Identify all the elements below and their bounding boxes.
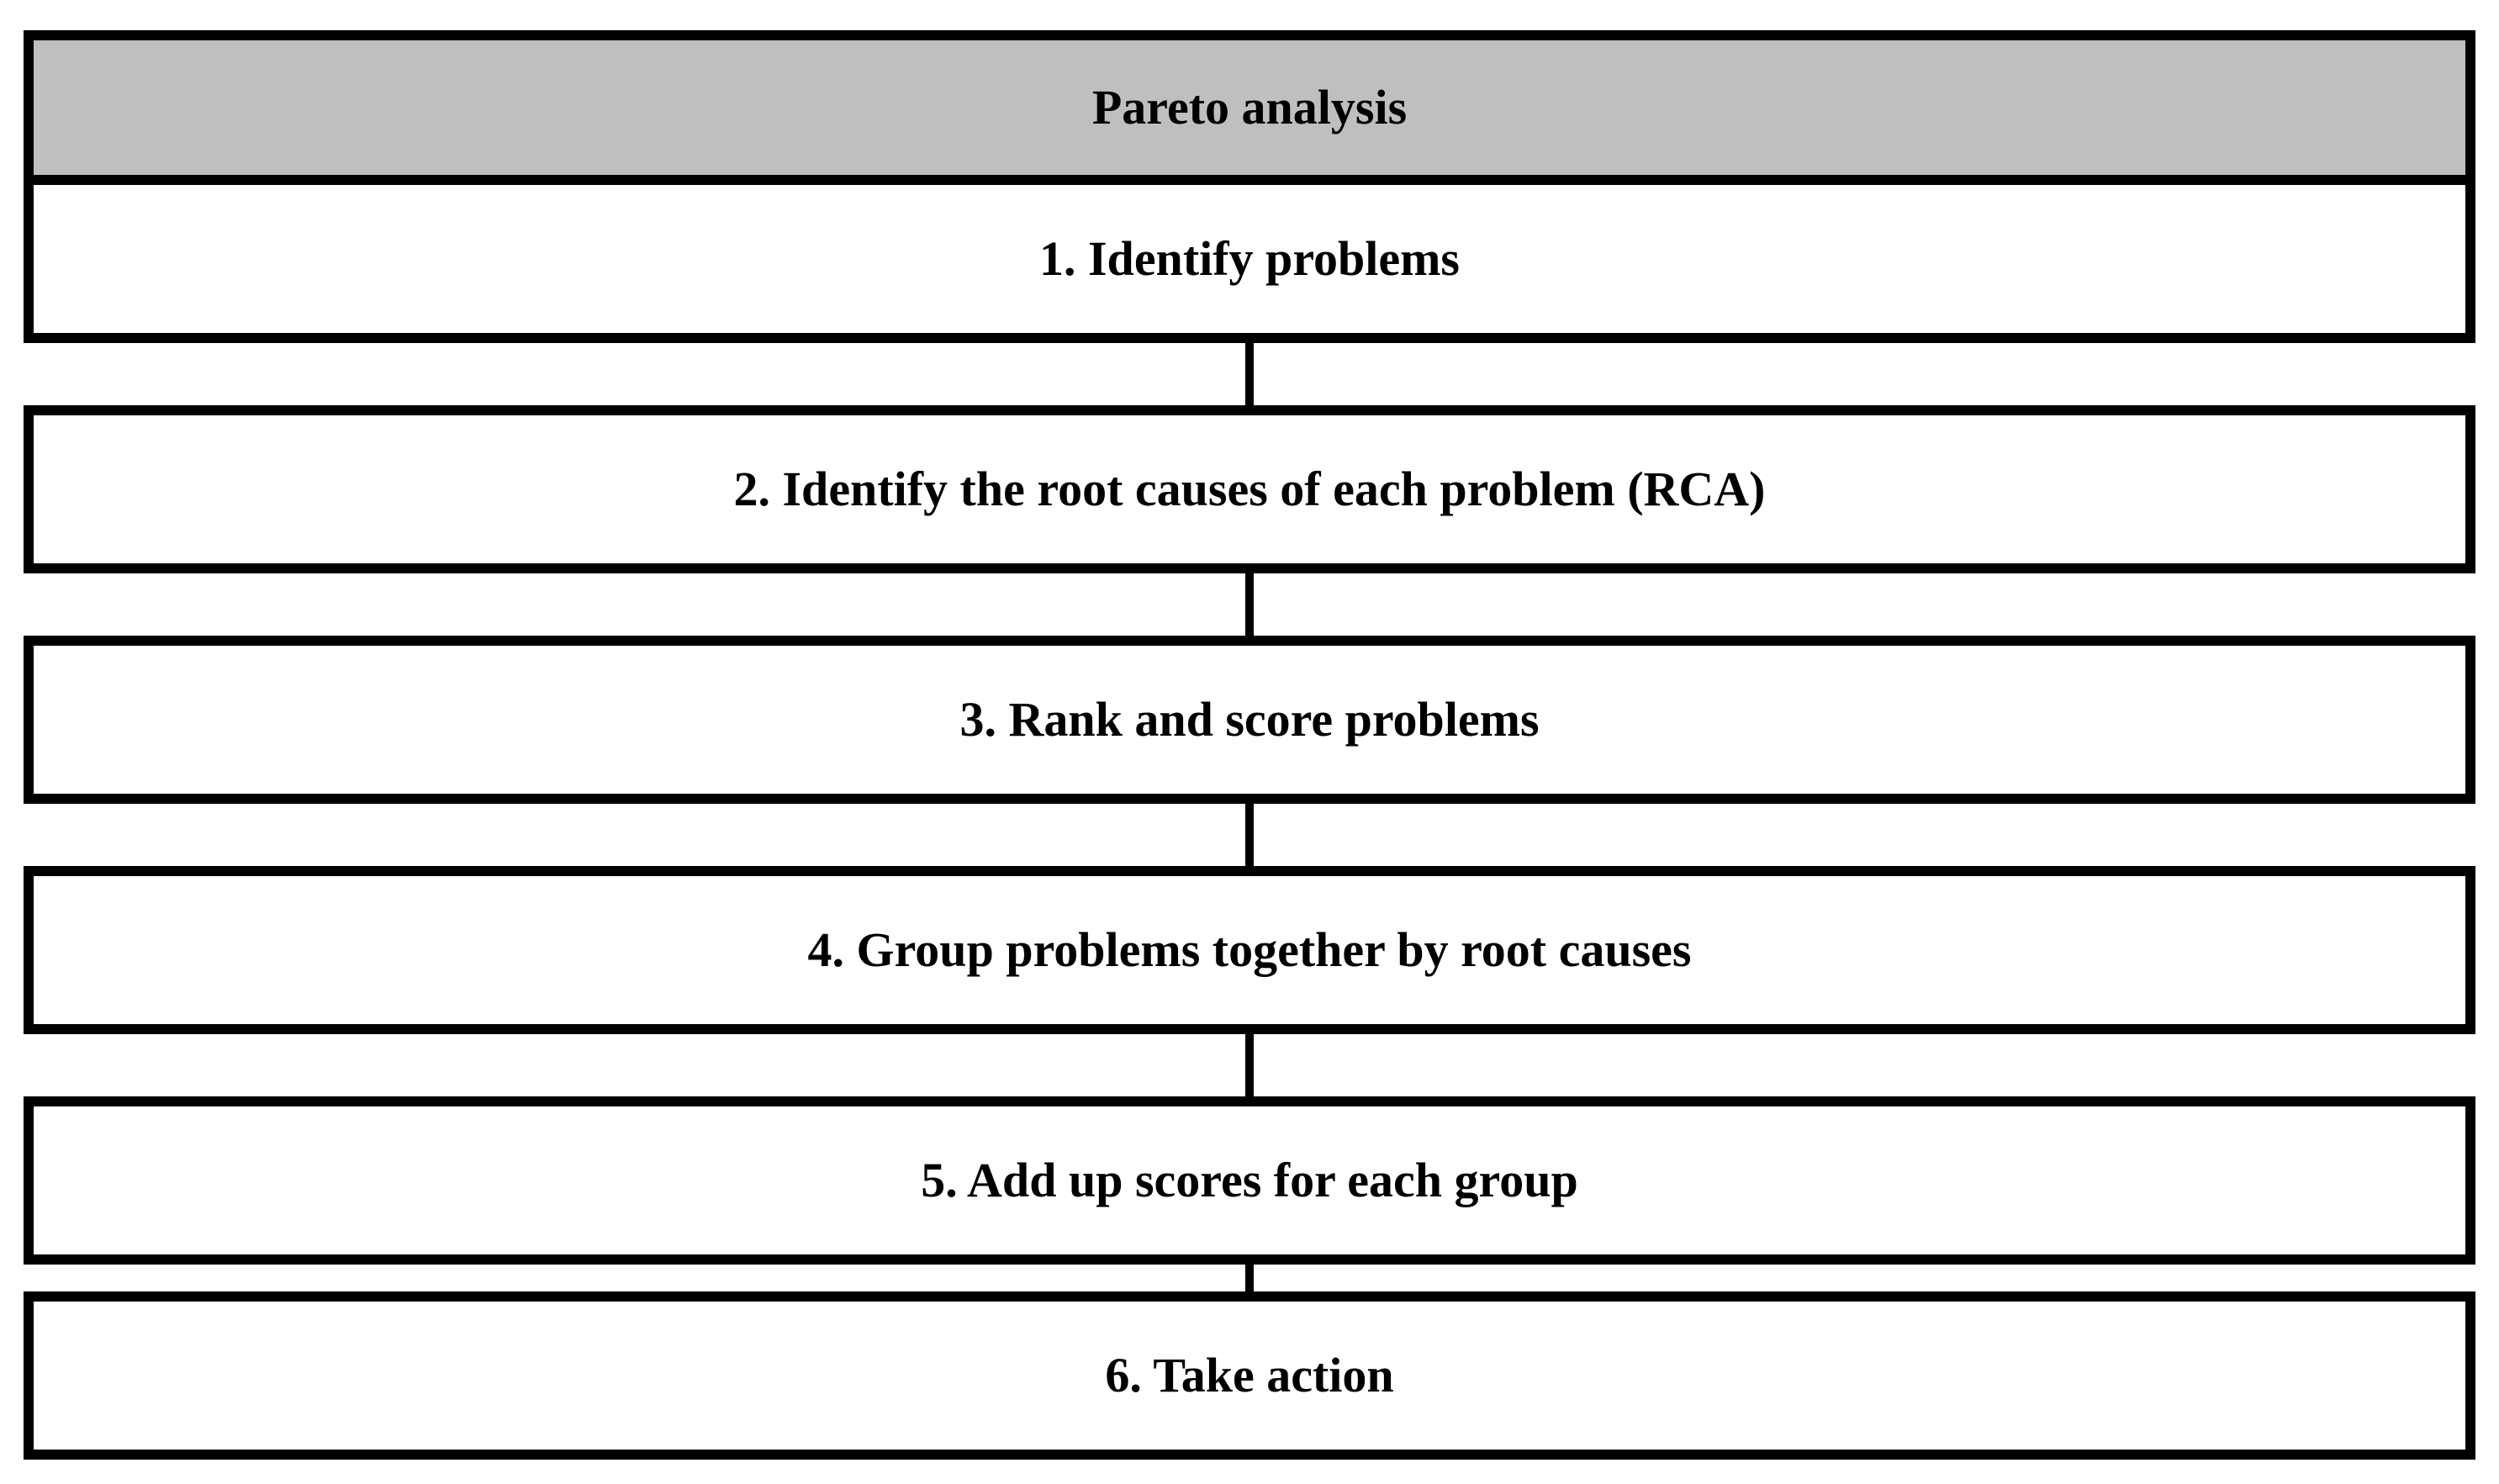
step-label: 3. Rank and score problems — [959, 692, 1540, 747]
pareto-header: Pareto analysis — [34, 40, 2465, 185]
header-and-step1-block: Pareto analysis 1. Identify problems — [24, 30, 2475, 343]
step-box: 3. Rank and score problems — [24, 636, 2475, 804]
connector-line — [1245, 804, 1254, 866]
step-label: 4. Group problems together by root cause… — [807, 922, 1692, 977]
step-box: 2. Identify the root causes of each prob… — [24, 405, 2475, 573]
step-label: 2. Identify the root causes of each prob… — [733, 462, 1766, 516]
flowchart-column: Pareto analysis 1. Identify problems 2. … — [24, 30, 2475, 1460]
connector-line — [1245, 1034, 1254, 1096]
connector-line — [1245, 573, 1254, 636]
diagram-title: Pareto analysis — [1091, 80, 1408, 135]
connector-line — [1245, 1265, 1254, 1291]
step-label: 1. Identify problems — [1038, 231, 1461, 286]
step-box: 6. Take action — [24, 1291, 2475, 1460]
step-label: 5. Add up scores for each group — [921, 1153, 1578, 1207]
step-box: 4. Group problems together by root cause… — [24, 866, 2475, 1034]
step-box: 1. Identify problems — [34, 185, 2465, 333]
step-label: 6. Take action — [1105, 1348, 1394, 1402]
connector-line — [1245, 343, 1254, 405]
step-box: 5. Add up scores for each group — [24, 1096, 2475, 1265]
